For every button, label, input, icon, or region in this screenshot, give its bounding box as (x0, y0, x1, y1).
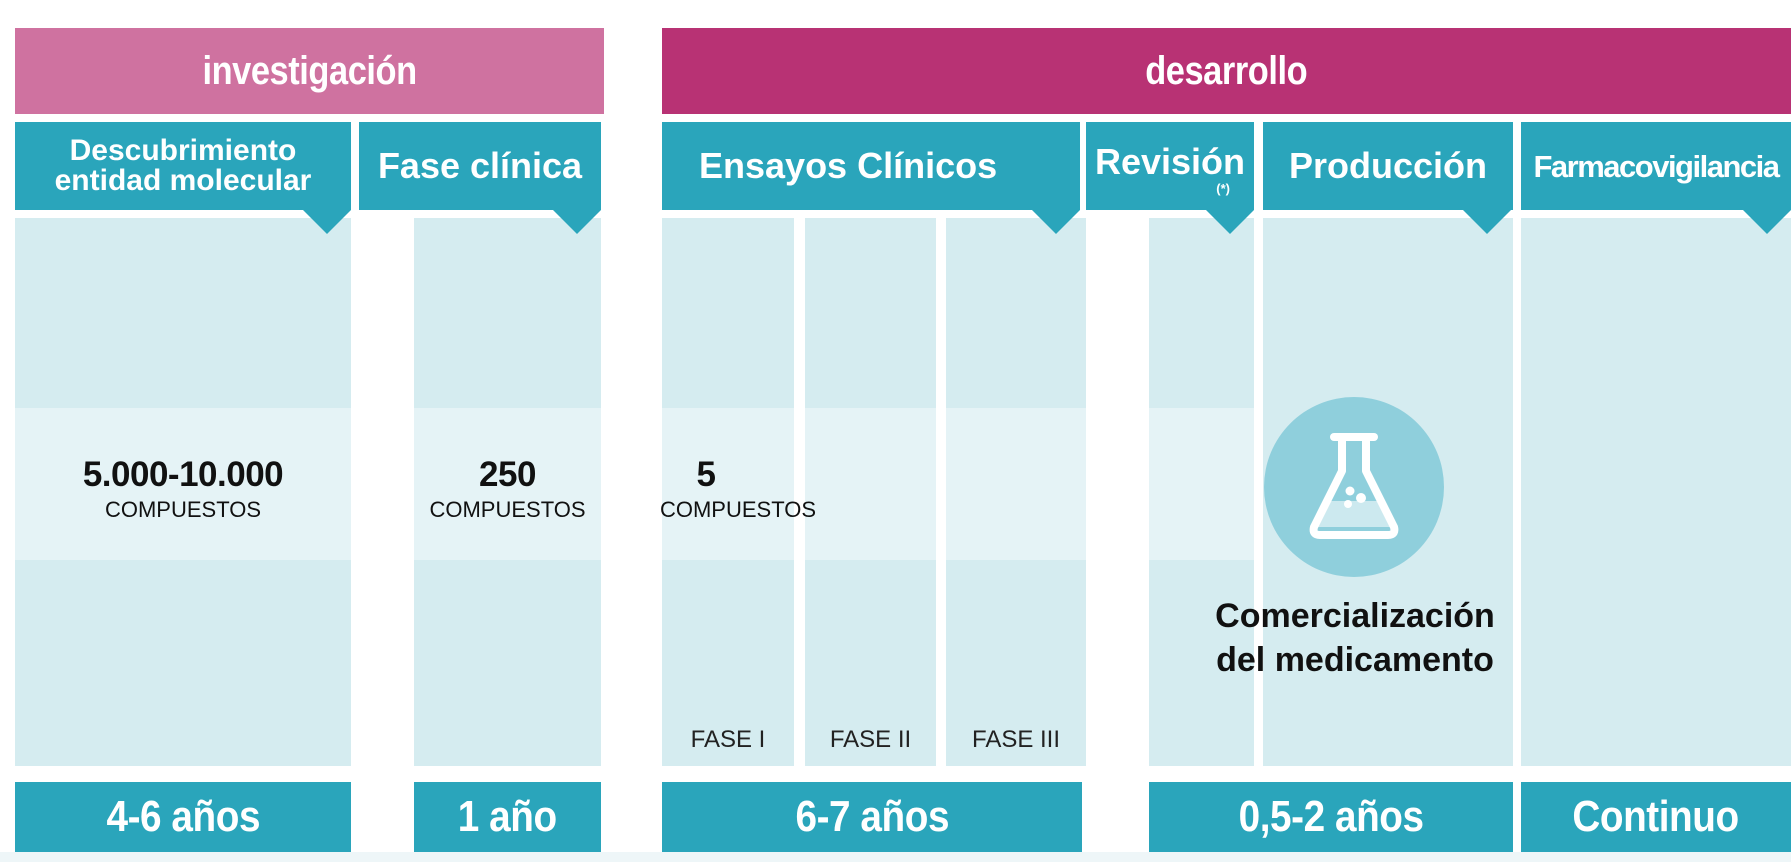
phase-label-2: FASE II (829, 726, 912, 753)
clinical-mid-band (414, 408, 601, 560)
header-production-label: Producción (1288, 145, 1488, 186)
count-clinical-unit: COMPUESTOS (429, 497, 586, 522)
development-band-label: desarrollo (1145, 48, 1308, 93)
count-discovery-number: 5.000-10.000 (82, 455, 284, 494)
duration-pharmacovigilance-label: Continuo (1572, 792, 1740, 841)
research-band-label: investigación (202, 48, 417, 93)
duration-discovery-label: 4-6 años (106, 792, 260, 841)
header-trials-label: Ensayos Clínicos (699, 145, 998, 186)
count-trials: 5 COMPUESTOS (652, 455, 824, 525)
header-review-label: Revisión (1094, 140, 1246, 182)
review-mid-band (1149, 408, 1254, 560)
duration-review-production: 0,5-2 años (1149, 782, 1513, 852)
count-discovery: 5.000-10.000 COMPUESTOS (15, 455, 351, 525)
header-clinical-phase-label: Fase clínica (377, 145, 583, 186)
header-review-arrow (1206, 210, 1254, 234)
commercialization-label: Comercialización del medicamento (1190, 594, 1520, 682)
phase2-mid-band (805, 408, 936, 560)
header-trials-arrow (1032, 210, 1080, 234)
phase3-mid-band (946, 408, 1086, 560)
header-clinical-phase: Fase clínica (359, 122, 601, 210)
duration-clinical: 1 año (414, 782, 601, 852)
phase-label-3: FASE III (971, 726, 1061, 753)
count-discovery-unit: COMPUESTOS (104, 497, 262, 522)
count-trials-unit: COMPUESTOS (659, 497, 817, 522)
header-trials: Ensayos Clínicos (662, 122, 1080, 210)
header-discovery-arrow (303, 210, 351, 234)
phase1-mid-band (662, 408, 794, 560)
header-pharmacovigilance-arrow (1743, 210, 1791, 234)
count-clinical: 250 COMPUESTOS (414, 455, 601, 525)
header-discovery-line1: Descubrimiento (69, 134, 297, 167)
header-pharmacovigilance: Farmacovigilancia (1521, 122, 1791, 210)
header-clinical-phase-arrow (553, 210, 601, 234)
duration-pharmacovigilance: Continuo (1521, 782, 1791, 852)
duration-discovery: 4-6 años (15, 782, 351, 852)
commercialization-line2: del medicamento (1216, 641, 1494, 679)
header-pharmacovigilance-label: Farmacovigilancia (1533, 148, 1780, 184)
header-production-arrow (1463, 210, 1511, 234)
header-discovery-line2: entidad molecular (54, 164, 312, 197)
development-band: desarrollo (662, 28, 1791, 114)
count-trials-number: 5 (696, 455, 716, 494)
flask-icon (1309, 433, 1399, 539)
discovery-mid-band (15, 408, 351, 560)
duration-review-production-label: 0,5-2 años (1238, 792, 1424, 841)
header-review: Revisión (*) (1086, 122, 1254, 210)
header-discovery: Descubrimiento entidad molecular (15, 122, 351, 210)
header-production: Producción (1263, 122, 1513, 210)
bottom-strip (0, 852, 1791, 862)
duration-trials-label: 6-7 años (795, 792, 949, 841)
flask-circle (1264, 397, 1444, 577)
commercialization-line1: Comercialización (1215, 597, 1495, 635)
pharmacovigilance-column (1521, 218, 1791, 766)
header-review-note: (*) (1216, 180, 1230, 196)
duration-trials: 6-7 años (662, 782, 1082, 852)
count-clinical-number: 250 (479, 455, 536, 494)
duration-clinical-label: 1 año (458, 792, 557, 841)
phase-label-1: FASE I (690, 726, 766, 753)
research-band: investigación (15, 28, 604, 114)
